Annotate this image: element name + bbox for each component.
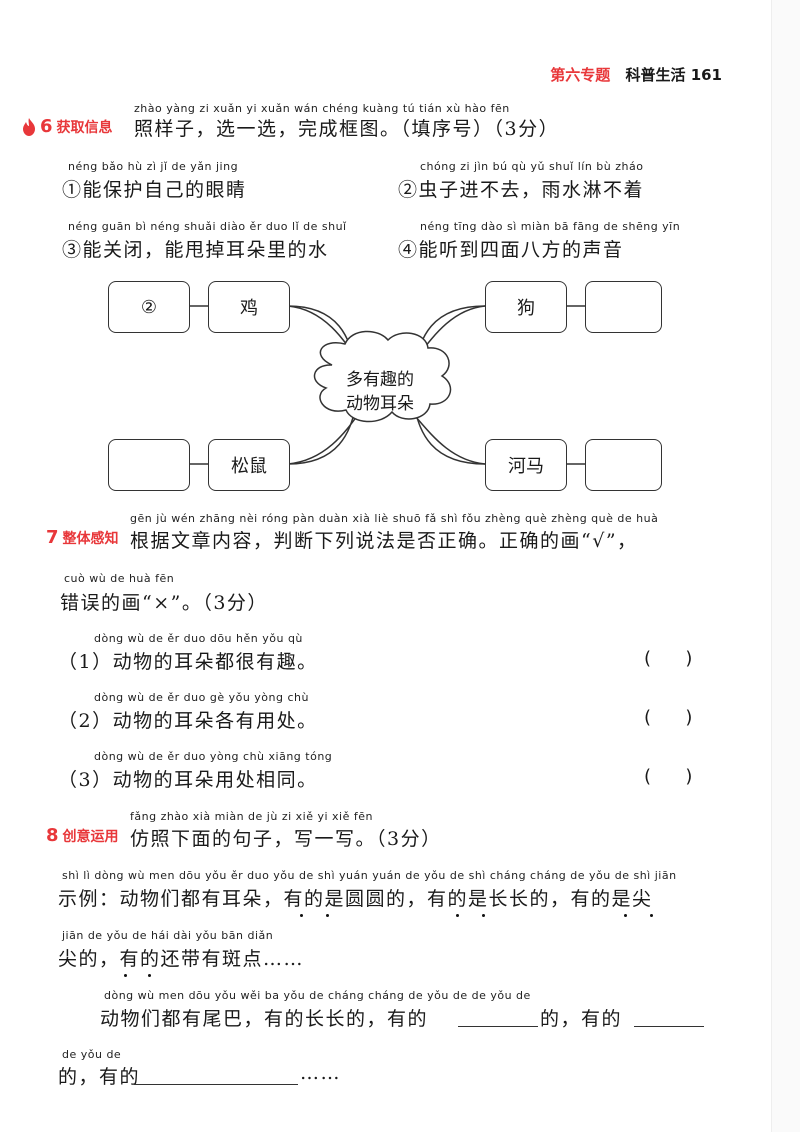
emphasis-dot — [300, 914, 303, 917]
q8-example-pinyin-1: shì lì dòng wù men dōu yǒu ěr duo yǒu de… — [62, 869, 677, 882]
q6-option-1: ①能保护自己的眼睛 — [62, 179, 247, 201]
q8-task-pinyin-2: de yǒu de — [62, 1048, 122, 1061]
q8-label: 8 创意运用 — [46, 825, 119, 846]
q8-example-line1: 示例：动物们都有耳朵，有的是圆圆的，有的是长长的，有的是尖 — [58, 888, 653, 910]
center-label-line2: 动物耳朵 — [346, 394, 414, 414]
page-number: 161 — [690, 66, 722, 84]
answer-box-squirrel[interactable] — [108, 439, 190, 491]
q8-number: 8 — [46, 825, 59, 846]
q6-tag: 获取信息 — [56, 119, 113, 136]
q7-prompt-line1: 根据文章内容，判断下列说法是否正确。正确的画“√”， — [130, 530, 638, 552]
q7-number: 7 — [46, 527, 59, 548]
q7-item-2-answer[interactable]: ( ) — [644, 707, 693, 728]
section-title: 科普生活 — [625, 66, 686, 84]
section-label: 第六专题 — [550, 66, 611, 84]
q8-tag: 创意运用 — [62, 828, 119, 845]
answer-box-chicken[interactable]: ② — [108, 281, 190, 333]
animal-box-squirrel: 松鼠 — [208, 439, 290, 491]
answer-box-hippo[interactable] — [585, 439, 662, 491]
q7-item-1-pinyin: dòng wù de ěr duo dōu hěn yǒu qù — [94, 632, 303, 645]
q8-task-line1a: 动物们都有尾巴，有的长长的，有的 — [100, 1008, 429, 1030]
q6-option-4: ④能听到四面八方的声音 — [398, 239, 624, 261]
q8-task-line2b: …… — [300, 1062, 341, 1084]
q6-option-2: ②虫子进不去，雨水淋不着 — [398, 179, 645, 201]
q7-prompt-line2: 错误的画“×”。（3分） — [60, 592, 268, 614]
emphasis-dot — [624, 914, 627, 917]
q7-item-1-answer[interactable]: ( ) — [644, 648, 693, 669]
q7-item-3-answer[interactable]: ( ) — [644, 766, 693, 787]
emphasis-dot — [148, 974, 151, 977]
q7-item-3-pinyin: dòng wù de ěr duo yòng chù xiāng tóng — [94, 750, 333, 763]
q6-option-2-pinyin: chóng zi jìn bú qù yǔ shuǐ lín bù zháo — [420, 160, 644, 173]
q8-task-pinyin-1: dòng wù men dōu yǒu wěi ba yǒu de cháng … — [104, 989, 531, 1002]
flame-icon — [23, 117, 35, 136]
animal-box-chicken: 鸡 — [208, 281, 290, 333]
q7-item-3: （3）动物的耳朵用处相同。 — [58, 769, 318, 791]
q8-example-line2: 尖的，有的还带有斑点…… — [58, 948, 305, 970]
emphasis-dot — [326, 914, 329, 917]
q8-pinyin: fǎng zhào xià miàn de jù zi xiě yi xiě f… — [130, 810, 373, 823]
emphasis-dot — [124, 974, 127, 977]
q6-number: 6 — [40, 116, 53, 137]
mindmap-connectors — [190, 305, 585, 465]
center-label-line1: 多有趣的 — [346, 370, 414, 390]
page-header: 第六专题 科普生活 161 — [550, 64, 722, 85]
q6-option-1-pinyin: néng bǎo hù zì jǐ de yǎn jing — [68, 160, 239, 173]
q6-prompt: 照样子，选一选，完成框图。（填序号）（3分） — [134, 118, 560, 140]
emphasis-dot — [650, 914, 653, 917]
animal-box-dog: 狗 — [485, 281, 567, 333]
q6-label: 6 获取信息 — [22, 116, 113, 137]
q6-option-3-pinyin: néng guān bì néng shuǎi diào ěr duo lǐ d… — [68, 220, 347, 233]
center-label: 多有趣的 动物耳朵 — [330, 368, 430, 416]
center-cloud — [313, 330, 452, 423]
emphasis-dot — [456, 914, 459, 917]
q8-task-line2a: 的，有的 — [58, 1066, 141, 1088]
q8-task-line1b: 的，有的 — [540, 1008, 623, 1030]
q6-option-3: ③能关闭，能甩掉耳朵里的水 — [62, 239, 329, 261]
q6-pinyin: zhào yàng zi xuǎn yi xuǎn wán chéng kuàn… — [134, 102, 510, 115]
answer-blank-2[interactable] — [634, 1026, 704, 1027]
q7-item-2-pinyin: dòng wù de ěr duo gè yǒu yòng chù — [94, 691, 309, 704]
answer-blank-1[interactable] — [458, 1026, 538, 1027]
page-edge — [771, 0, 800, 1132]
q8-example-pinyin-2: jiān de yǒu de hái dài yǒu bān diǎn — [62, 929, 274, 942]
q8-prompt: 仿照下面的句子，写一写。（3分） — [130, 828, 442, 850]
q7-pinyin-2: cuò wù de huà fēn — [64, 572, 175, 585]
emphasis-dot — [482, 914, 485, 917]
q7-label: 7 整体感知 — [46, 527, 119, 548]
answer-blank-3[interactable] — [134, 1084, 298, 1085]
q7-pinyin-1: gēn jù wén zhāng nèi róng pàn duàn xià l… — [130, 512, 659, 525]
answer-box-dog[interactable] — [585, 281, 662, 333]
q7-tag: 整体感知 — [62, 530, 119, 547]
animal-box-hippo: 河马 — [485, 439, 567, 491]
q7-item-1: （1）动物的耳朵都很有趣。 — [58, 651, 318, 673]
q7-item-2: （2）动物的耳朵各有用处。 — [58, 710, 318, 732]
q6-option-4-pinyin: néng tīng dào sì miàn bā fāng de shēng y… — [420, 220, 681, 233]
